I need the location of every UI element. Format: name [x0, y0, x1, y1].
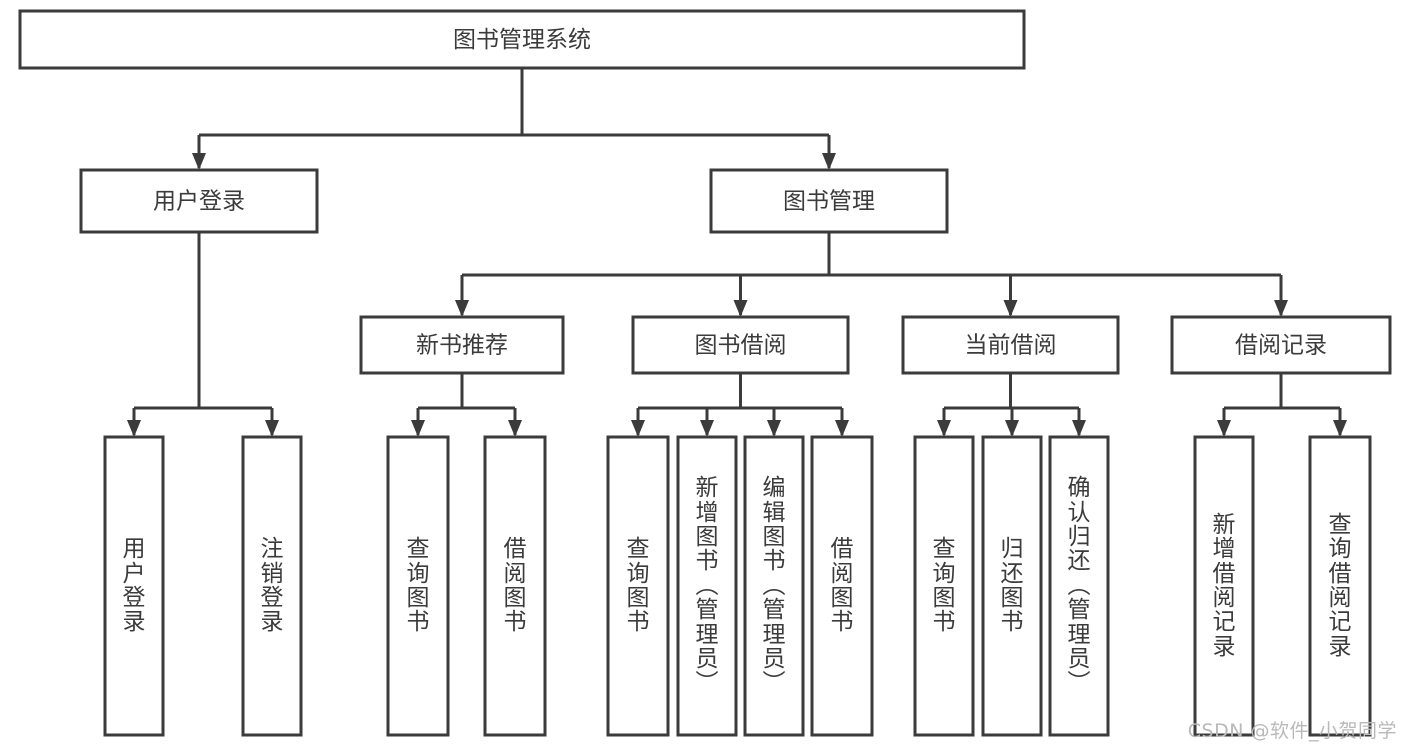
level3-node-0[interactable]: 新书推荐	[359, 315, 565, 375]
newbook-arrow-1	[508, 420, 522, 437]
leaf-node-2-rect[interactable]	[386, 435, 450, 737]
leaf-node-12[interactable]	[1308, 435, 1372, 737]
borrow-arrow-1	[700, 420, 714, 437]
level3-node-0-label: 新书推荐	[416, 333, 508, 359]
leaf-node-8[interactable]	[913, 435, 975, 737]
login-arrow-0	[127, 420, 141, 437]
record-arrow-1	[1333, 420, 1347, 437]
book-mgmt-arrow-0	[455, 300, 469, 317]
level2-node-0-rect[interactable]	[79, 168, 319, 234]
level2-node-0[interactable]: 用户登录	[79, 168, 319, 234]
leaf-node-10[interactable]	[1048, 435, 1110, 737]
leaf-node-0-rect[interactable]	[103, 435, 165, 737]
root-node-label: 图书管理系统	[453, 27, 591, 53]
watermark-text: CSDN @软件_小贺同学	[1187, 720, 1397, 742]
current-arrow-2	[1072, 420, 1086, 437]
root-arrow-0	[192, 153, 206, 170]
leaf-node-4[interactable]	[606, 435, 670, 737]
leaf-node-11-rect[interactable]	[1193, 435, 1255, 737]
leaf-node-3[interactable]	[483, 435, 547, 737]
leaf-node-5[interactable]	[676, 435, 738, 737]
root-node-rect[interactable]	[18, 9, 1026, 70]
leaf-node-9[interactable]	[981, 435, 1043, 737]
current-arrow-0	[937, 420, 951, 437]
level3-node-0-rect[interactable]	[359, 315, 565, 375]
level3-node-3-label: 借阅记录	[1235, 333, 1327, 359]
level3-node-3-rect[interactable]	[1170, 315, 1392, 375]
borrow-arrow-0	[631, 420, 645, 437]
level2-node-1[interactable]: 图书管理	[709, 168, 949, 234]
leaf-node-1[interactable]	[241, 435, 303, 737]
leaf-node-11[interactable]	[1193, 435, 1255, 737]
root-node[interactable]: 图书管理系统	[18, 9, 1026, 70]
borrow-arrow-3	[835, 420, 849, 437]
leaf-node-1-rect[interactable]	[241, 435, 303, 737]
level3-node-1-label: 图书借阅	[695, 333, 787, 359]
leaf-node-5-rect[interactable]	[676, 435, 738, 737]
leaf-node-4-rect[interactable]	[606, 435, 670, 737]
level3-node-2-label: 当前借阅	[965, 333, 1057, 359]
leaf-node-12-rect[interactable]	[1308, 435, 1372, 737]
leaf-node-7[interactable]	[810, 435, 874, 737]
leaf-node-6[interactable]	[743, 435, 805, 737]
leaf-node-9-rect[interactable]	[981, 435, 1043, 737]
level3-node-3[interactable]: 借阅记录	[1170, 315, 1392, 375]
level2-node-0-label: 用户登录	[153, 189, 245, 215]
level3-node-2[interactable]: 当前借阅	[901, 315, 1120, 375]
leaf-node-10-rect[interactable]	[1048, 435, 1110, 737]
level3-node-2-rect[interactable]	[901, 315, 1120, 375]
connector-layer	[127, 68, 1347, 437]
current-arrow-1	[1005, 420, 1019, 437]
book-mgmt-arrow-1	[733, 300, 748, 317]
leaf-node-3-rect[interactable]	[483, 435, 547, 737]
level2-node-1-label: 图书管理	[783, 189, 875, 215]
leaf-node-8-rect[interactable]	[913, 435, 975, 737]
book-mgmt-arrow-2	[1003, 300, 1018, 317]
book-mgmt-arrow-3	[1274, 300, 1288, 317]
borrow-arrow-2	[767, 420, 781, 437]
leaf-node-7-rect[interactable]	[810, 435, 874, 737]
leaf-node-0[interactable]	[103, 435, 165, 737]
record-arrow-0	[1217, 420, 1231, 437]
leaf-node-2[interactable]	[386, 435, 450, 737]
level3-node-1-rect[interactable]	[631, 315, 850, 375]
login-arrow-1	[265, 420, 279, 437]
level3-node-1[interactable]: 图书借阅	[631, 315, 850, 375]
root-arrow-1	[822, 153, 836, 170]
level2-node-1-rect[interactable]	[709, 168, 949, 234]
newbook-arrow-0	[411, 420, 425, 437]
leaf-node-6-rect[interactable]	[743, 435, 805, 737]
